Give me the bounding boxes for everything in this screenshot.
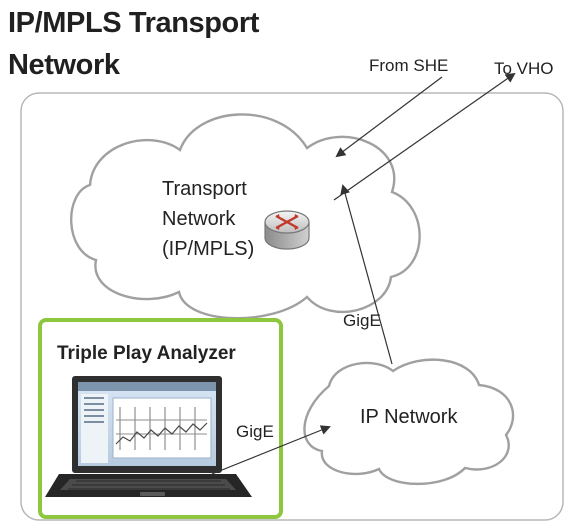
transport-network-line-2: Network bbox=[162, 208, 236, 230]
gige-upper-label: GigE bbox=[343, 311, 381, 330]
link-to-vho bbox=[333, 72, 516, 201]
transport-network-line-3: (IP/MPLS) bbox=[162, 238, 255, 260]
router-icon bbox=[264, 210, 310, 250]
triple-play-analyzer-label: Triple Play Analyzer bbox=[57, 343, 236, 364]
link-from-she bbox=[335, 76, 443, 158]
title-line-2: Network bbox=[8, 49, 120, 81]
triple-play-analyzer-box bbox=[38, 318, 283, 519]
ip-network-label: IP Network bbox=[360, 406, 458, 428]
transport-network-line-1: Transport bbox=[162, 178, 247, 200]
to-vho-label: To VHO bbox=[494, 59, 554, 78]
title-line-1: IP/MPLS Transport bbox=[8, 7, 260, 39]
ip-network-cloud bbox=[303, 358, 515, 485]
gige-lower-label: GigE bbox=[236, 422, 274, 441]
link-ip-to-transport bbox=[340, 184, 393, 365]
from-she-label: From SHE bbox=[369, 56, 449, 75]
laptop-icon bbox=[45, 376, 252, 497]
page-title: IP/MPLS Transport Network bbox=[8, 2, 338, 86]
link-analyzer-to-ip bbox=[211, 425, 331, 475]
transport-cloud bbox=[70, 113, 421, 320]
